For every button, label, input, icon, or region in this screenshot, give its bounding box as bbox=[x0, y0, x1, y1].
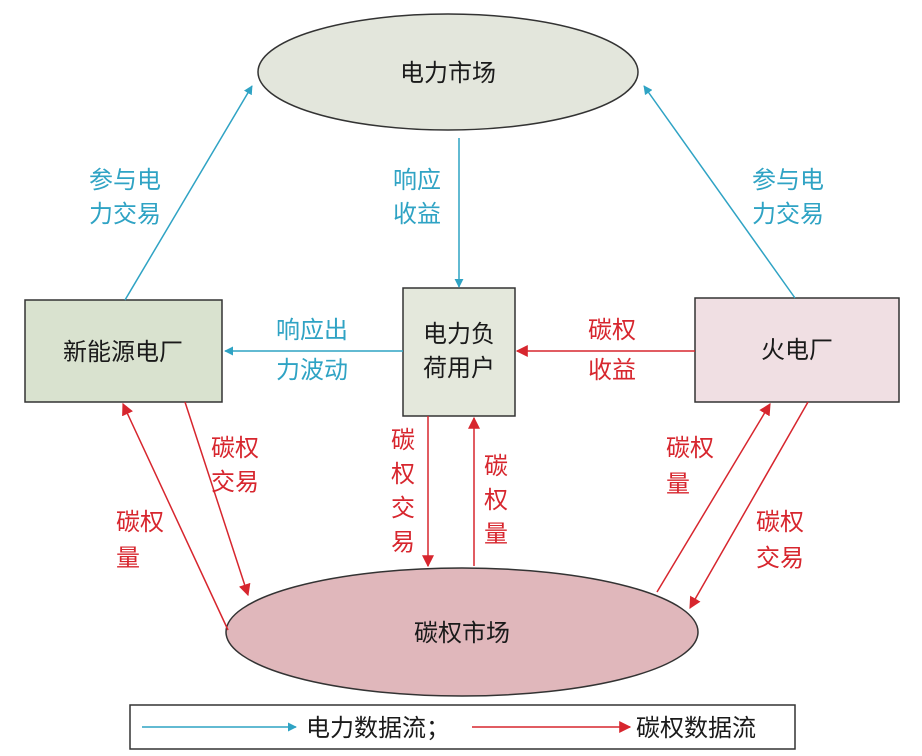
label-thermal-to-carbon-market-line1: 碳权 bbox=[756, 508, 804, 536]
label-power-market-to-user-line1: 响应 bbox=[393, 166, 441, 194]
edge-thermal-to-carbon-market bbox=[689, 401, 809, 610]
label-carbon-market-to-thermal-line1: 碳权 bbox=[666, 434, 714, 462]
label-carbon-market-to-user-char1: 碳 bbox=[484, 452, 508, 480]
label-user-to-carbon-market-char2: 权 bbox=[391, 460, 415, 488]
carbon-market-label: 碳权市场 bbox=[414, 619, 510, 647]
label-user-to-carbon-market-char3: 交 bbox=[391, 494, 415, 522]
label-carbon-market-to-renewable-line1: 碳权 bbox=[116, 508, 164, 536]
legend-carbon-label: 碳权数据流 bbox=[636, 714, 756, 742]
label-renewable-to-power-market-line2: 力交易 bbox=[89, 200, 161, 228]
edge-thermal-to-power-market bbox=[643, 85, 796, 299]
label-power-market-to-user-line2: 收益 bbox=[393, 200, 441, 228]
edge-renewable-to-power-market bbox=[124, 85, 253, 301]
label-thermal-to-user-line2: 收益 bbox=[588, 356, 636, 384]
thermal-plant-label: 火电厂 bbox=[761, 336, 833, 364]
label-thermal-to-carbon-market-line2: 交易 bbox=[756, 544, 804, 572]
load-user-label-line2: 荷用户 bbox=[423, 354, 495, 382]
renewable-plant-label: 新能源电厂 bbox=[63, 338, 183, 366]
label-carbon-market-to-thermal-line2: 量 bbox=[666, 470, 690, 498]
thermal-plant-node bbox=[694, 297, 900, 403]
load-user-node bbox=[402, 287, 516, 417]
power-market-label: 电力市场 bbox=[400, 59, 496, 87]
label-renewable-to-power-market-line1: 参与电 bbox=[89, 166, 161, 194]
edge-carbon-market-to-renewable bbox=[122, 402, 229, 631]
label-thermal-to-power-market-line2: 力交易 bbox=[752, 200, 824, 228]
edge-renewable-to-carbon-market bbox=[184, 401, 251, 597]
label-carbon-market-to-user-char2: 权 bbox=[484, 486, 508, 514]
label-user-to-renewable-line1: 响应出 bbox=[276, 316, 348, 344]
label-renewable-to-carbon-market-line1: 碳权 bbox=[211, 434, 259, 462]
power-market-node bbox=[257, 13, 639, 131]
load-user-label-line1: 电力负 bbox=[423, 320, 495, 348]
renewable-plant-node bbox=[24, 299, 223, 403]
label-carbon-market-to-renewable-line2: 量 bbox=[116, 544, 140, 572]
label-carbon-market-to-user-char3: 量 bbox=[484, 520, 508, 548]
label-user-to-carbon-market-char1: 碳 bbox=[391, 426, 415, 454]
label-thermal-to-power-market-line1: 参与电 bbox=[752, 166, 824, 194]
label-user-to-renewable-line2: 力波动 bbox=[276, 356, 348, 384]
label-renewable-to-carbon-market-line2: 交易 bbox=[211, 468, 259, 496]
label-thermal-to-user-line1: 碳权 bbox=[588, 316, 636, 344]
label-user-to-carbon-market-char4: 易 bbox=[391, 528, 415, 556]
legend-power-label: 电力数据流； bbox=[306, 714, 450, 742]
carbon-market-node bbox=[225, 567, 699, 697]
edge-carbon-market-to-thermal bbox=[656, 402, 771, 593]
